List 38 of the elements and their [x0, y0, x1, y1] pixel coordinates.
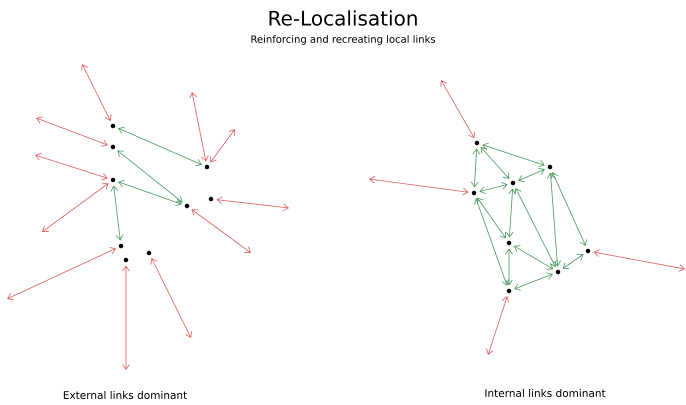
arrow — [122, 265, 130, 370]
caption-text: Internal links dominant — [485, 388, 606, 398]
arrow — [35, 153, 108, 180]
arrow — [486, 296, 510, 355]
arrow — [210, 129, 235, 163]
arrow — [505, 248, 513, 286]
arrow — [551, 172, 587, 246]
arrow — [477, 197, 506, 239]
arrow — [191, 209, 251, 253]
arrow — [117, 150, 183, 203]
arrow — [7, 247, 116, 300]
arrow — [36, 116, 108, 147]
arrow — [369, 176, 469, 196]
arrow — [440, 80, 475, 138]
arrow — [562, 254, 584, 269]
caption-text: External links dominant — [64, 390, 187, 400]
arrow — [42, 183, 109, 232]
subtitle: Reinforcing and recreating local links — [251, 35, 436, 45]
arrow — [118, 180, 182, 206]
arrow — [514, 272, 553, 291]
arrow — [81, 64, 112, 122]
arrow — [514, 245, 554, 270]
arrow — [593, 249, 685, 272]
arrow — [110, 185, 124, 241]
arrow — [118, 126, 202, 166]
arrow — [546, 172, 562, 267]
arrow — [514, 188, 556, 268]
arrow — [474, 198, 509, 286]
arrow — [480, 147, 510, 179]
arrow — [506, 188, 516, 238]
arrow — [216, 196, 289, 212]
arrow — [470, 148, 480, 188]
arrow — [189, 92, 209, 162]
title: Re-Localisation — [270, 10, 417, 26]
arrow — [518, 168, 545, 182]
arrow — [479, 182, 508, 194]
arrow — [150, 258, 192, 338]
arrow — [482, 142, 545, 168]
